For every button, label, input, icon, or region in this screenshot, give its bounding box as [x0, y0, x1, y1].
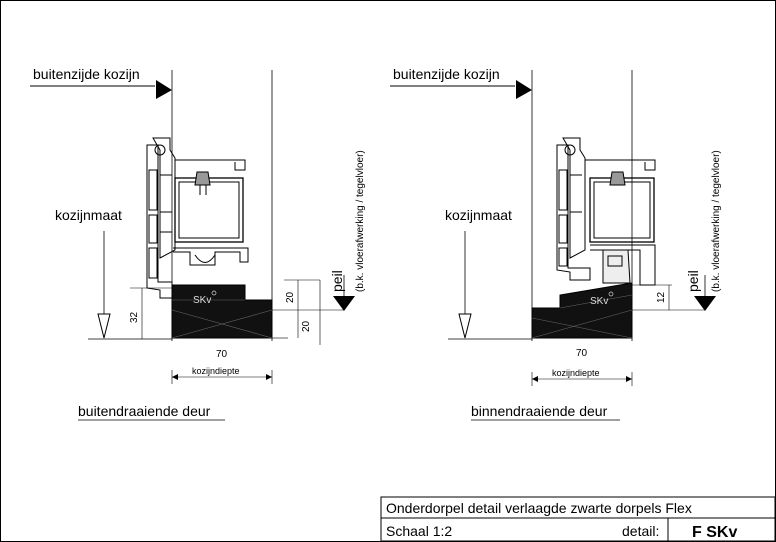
left-frame-profile — [146, 137, 249, 299]
title-block: Onderdorpel detail verlaagde zwarte dorp… — [380, 496, 776, 542]
title-block-title: Onderdorpel detail verlaagde zwarte dorp… — [386, 500, 692, 516]
right-sill-logo: SKv — [590, 296, 608, 307]
right-frame-label: kozijnmaat — [445, 207, 512, 223]
right-door-type: binnendraaiende deur — [471, 403, 608, 419]
left-sill-logo: SKv — [193, 295, 211, 306]
right-floor-note: (b.k. vloerafwerking / tegelvloer) — [711, 150, 722, 292]
right-sill: SKv — [531, 282, 633, 339]
left-dim-32: 32 — [129, 311, 140, 323]
left-dim-70: 70 — [216, 349, 228, 360]
left-outside-arrow — [156, 80, 172, 99]
right-depth-label: kozijndiepte — [552, 368, 600, 378]
left-depth-label: kozijndiepte — [192, 366, 240, 376]
left-dim-20-upper: 20 — [285, 291, 296, 303]
left-door-type: buitendraaiende deur — [78, 403, 211, 419]
left-sill: SKv — [171, 284, 273, 339]
right-detail-drawing: buitenzijde kozijn SKv — [390, 66, 722, 421]
right-frame-dim-arrow — [458, 313, 472, 339]
left-peil-label: peil — [329, 270, 345, 292]
title-block-detail-label: detail: — [622, 523, 659, 539]
left-outside-label: buitenzijde kozijn — [33, 66, 140, 82]
left-frame-dim-arrow — [97, 313, 111, 339]
right-outside-label: buitenzijde kozijn — [393, 66, 500, 82]
right-frame-profile — [556, 137, 656, 286]
title-block-detail-code: F SKv — [692, 524, 737, 541]
right-dim-12: 12 — [656, 291, 667, 303]
left-floor-note: (b.k. vloerafwerking / tegelvloer) — [355, 150, 366, 292]
title-block-scale: Schaal 1:2 — [386, 523, 452, 539]
left-peil-arrow — [333, 296, 355, 311]
left-dim-20-lower: 20 — [301, 320, 312, 332]
right-peil-label: peil — [685, 270, 701, 292]
left-detail-drawing: buitenzijde kozijn — [30, 66, 366, 421]
right-peil-arrow — [694, 296, 716, 311]
left-frame-label: kozijnmaat — [55, 207, 122, 223]
right-dim-70: 70 — [576, 348, 588, 359]
right-outside-arrow — [516, 80, 532, 99]
